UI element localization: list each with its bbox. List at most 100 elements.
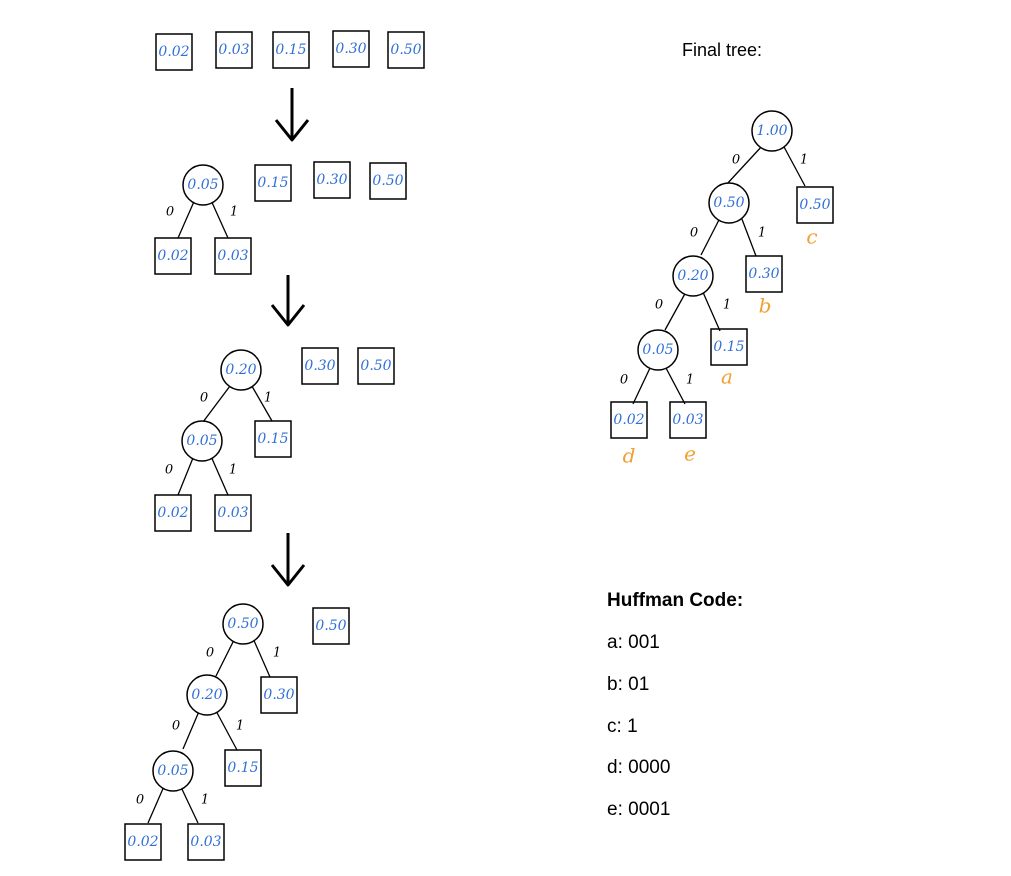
leaf-box xyxy=(357,347,395,385)
symbol-b-label: b xyxy=(759,294,772,318)
edge-bit-1-label: 1 xyxy=(230,205,238,220)
leaf-value-label: 0.30 xyxy=(316,172,347,188)
leaf-box xyxy=(745,255,783,293)
symbol-c-label: c xyxy=(806,225,817,249)
tree-edge xyxy=(202,381,234,423)
internal-node-circle xyxy=(222,603,264,645)
edge-bit-1-label: 1 xyxy=(800,153,808,168)
internal-node-circle xyxy=(186,674,228,716)
leaf-box xyxy=(187,823,225,861)
code-line-c: c: 1 xyxy=(607,716,638,737)
internal-node-circle xyxy=(182,164,224,206)
leaf-box xyxy=(313,161,351,199)
code-value: 01 xyxy=(628,674,650,695)
tree-edge xyxy=(179,784,199,824)
code-value: 1 xyxy=(627,716,638,737)
leaf-box xyxy=(214,237,252,275)
leaf-value-label: 0.50 xyxy=(372,173,403,189)
leaf-value-label: 0.02 xyxy=(157,248,188,264)
tree-edge xyxy=(665,367,686,405)
edge-bit-0-label: 0 xyxy=(620,373,628,388)
final-tree-title: Final tree: xyxy=(682,40,763,60)
code-symbol: a xyxy=(607,632,618,653)
huffman-code-title: Huffman Code: xyxy=(607,590,744,611)
internal-node-circle xyxy=(672,255,714,297)
leaf-value-label: 0.03 xyxy=(217,248,248,264)
edge-bit-0-label: 0 xyxy=(172,719,180,734)
tree-edge xyxy=(782,144,806,187)
leaf-box xyxy=(155,33,193,71)
edge-bit-0-label: 0 xyxy=(690,226,698,241)
code-line-b: b: 01 xyxy=(607,674,650,695)
leaf-box xyxy=(260,676,298,714)
internal-node-label: 1.00 xyxy=(756,123,787,139)
tree-edge xyxy=(632,367,651,405)
edge-bit-1-label: 1 xyxy=(723,298,731,313)
leaf-value-label: 0.02 xyxy=(157,505,188,521)
internal-node-circle xyxy=(152,750,194,792)
leaf-box xyxy=(301,347,339,385)
code-line-a: a: 001 xyxy=(607,632,660,653)
code-symbol: b xyxy=(607,674,618,695)
code-value: 0001 xyxy=(628,799,671,820)
tree-edge xyxy=(251,635,271,678)
leaf-value-label: 0.50 xyxy=(315,618,346,634)
internal-node-label: 0.05 xyxy=(187,177,218,193)
leaf-box xyxy=(710,328,748,366)
internal-node-circle xyxy=(220,349,262,391)
code-line-d: d: 0000 xyxy=(607,757,671,778)
edge-bit-1-label: 1 xyxy=(273,646,281,661)
edge-bit-0-label: 0 xyxy=(732,153,740,168)
leaf-box xyxy=(254,420,292,458)
symbol-e-label: e xyxy=(684,442,696,466)
leaf-value-label: 0.03 xyxy=(190,834,221,850)
leaf-box xyxy=(610,401,648,439)
code-symbol: d xyxy=(607,757,618,778)
internal-node-label: 0.05 xyxy=(186,433,217,449)
symbol-a-label: a xyxy=(721,365,733,389)
edge-bit-0-label: 0 xyxy=(655,298,663,313)
down-arrow-head xyxy=(270,564,306,587)
leaf-box xyxy=(224,749,262,787)
tree-edge xyxy=(209,197,229,239)
leaf-box xyxy=(387,31,425,69)
leaf-value-label: 0.15 xyxy=(227,760,258,776)
internal-node-label: 0.05 xyxy=(157,763,188,779)
leaf-value-label: 0.02 xyxy=(127,834,158,850)
code-value: 001 xyxy=(628,632,660,653)
leaf-box xyxy=(272,31,310,69)
edge-bit-1-label: 1 xyxy=(686,373,694,388)
internal-node-label: 0.20 xyxy=(191,687,222,703)
edge-bit-0-label: 0 xyxy=(200,391,208,406)
leaf-value-label: 0.15 xyxy=(257,431,288,447)
leaf-box xyxy=(369,162,407,200)
leaf-value-label: 0.15 xyxy=(713,339,744,355)
edge-bit-1-label: 1 xyxy=(229,463,237,478)
leaf-value-label: 0.50 xyxy=(799,197,830,213)
leaf-value-label: 0.30 xyxy=(304,358,335,374)
edge-bit-0-label: 0 xyxy=(166,205,174,220)
tree-edge xyxy=(177,452,196,496)
tree-edge xyxy=(248,380,273,422)
leaf-value-label: 0.15 xyxy=(275,42,306,58)
internal-node-label: 0.20 xyxy=(225,362,256,378)
leaf-box xyxy=(214,494,252,532)
edge-bit-1-label: 1 xyxy=(758,226,766,241)
leaf-box xyxy=(669,401,707,439)
leaf-value-label: 0.03 xyxy=(218,42,249,58)
down-arrow-head xyxy=(270,304,306,327)
leaf-box xyxy=(332,30,370,68)
tree-edge xyxy=(739,213,757,257)
leaf-value-label: 0.50 xyxy=(390,42,421,58)
edge-bit-1-label: 1 xyxy=(201,793,209,808)
code-line-e: e: 0001 xyxy=(607,799,671,820)
edge-bit-1-label: 1 xyxy=(236,719,244,734)
tree-edge xyxy=(725,144,764,186)
symbol-d-label: d xyxy=(623,444,636,468)
leaf-box xyxy=(312,607,350,645)
tree-edge xyxy=(214,708,238,751)
internal-node-circle xyxy=(751,110,793,152)
edge-bit-0-label: 0 xyxy=(165,463,173,478)
internal-node-label: 0.20 xyxy=(677,268,708,284)
